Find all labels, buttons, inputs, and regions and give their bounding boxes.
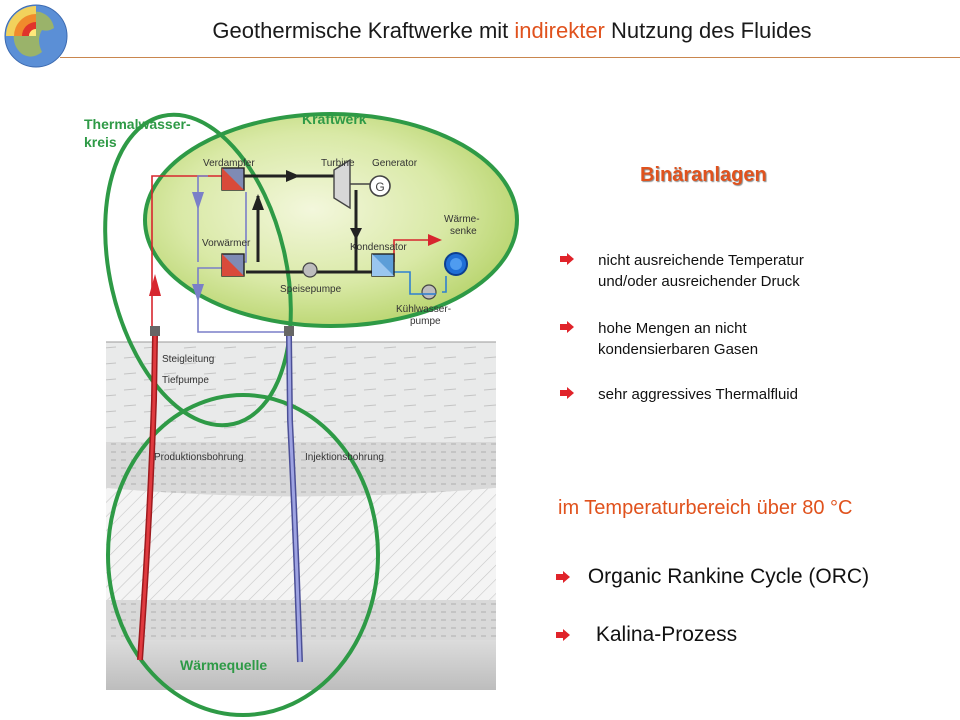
title-part-1: Geothermische Kraftwerke mit xyxy=(212,18,515,43)
red-arrow-bullet-icon xyxy=(560,321,574,333)
red-arrow-bullet-icon xyxy=(560,253,574,265)
cooling-pump-symbol xyxy=(421,284,437,300)
label-cooling-pump-2: pumpe xyxy=(410,316,441,327)
turbine-symbol xyxy=(333,158,351,210)
label-riser-pipe: Steigleitung xyxy=(162,354,214,365)
condenser-unit xyxy=(371,253,395,277)
label-heat-sink-1: Wärme- xyxy=(444,214,480,225)
temperature-range-note: im Temperaturbereich über 80 °C xyxy=(558,497,853,519)
reason-item: hohe Mengen an nicht kondensierbaren Gas… xyxy=(560,318,758,360)
title-divider xyxy=(60,57,960,58)
title-accent-word: indirekter xyxy=(514,18,605,43)
section-heading: Binäranlagen xyxy=(640,164,767,186)
heat-source-outline xyxy=(106,393,380,717)
ground-section xyxy=(106,341,496,690)
label-turbine: Turbine xyxy=(321,158,355,169)
label-heat-source: Wärmequelle xyxy=(180,657,267,673)
technology-label: Organic Rankine Cycle (ORC) xyxy=(587,565,870,588)
label-evaporator: Verdampfer xyxy=(203,158,255,169)
reason-line-1: nicht ausreichende Temperatur xyxy=(598,252,804,269)
title-part-2: Nutzung des Fluides xyxy=(604,18,812,43)
label-cooling-pump-1: Kühlwasser- xyxy=(396,304,451,315)
red-arrow-bullet-icon xyxy=(556,571,570,583)
reason-line-2: und/oder ausreichender Druck xyxy=(598,273,800,290)
red-arrow-bullet-icon xyxy=(560,387,574,399)
technology-item: Kalina-Prozess xyxy=(556,623,737,647)
feed-pump-symbol xyxy=(302,262,318,278)
technology-label: Kalina-Prozess xyxy=(595,623,738,646)
label-production-well: Produktionsbohrung xyxy=(154,452,244,463)
technology-item: Organic Rankine Cycle (ORC) xyxy=(556,565,869,589)
flow-down-arrow xyxy=(192,284,204,302)
label-condenser: Kondensator xyxy=(350,242,407,253)
label-injection-well: Injektionsbohrung xyxy=(305,452,384,463)
reason-line-1: hohe Mengen an nicht xyxy=(598,320,747,337)
label-deep-pump: Tiefpumpe xyxy=(162,375,209,386)
red-arrow-bullet-icon xyxy=(556,629,570,641)
generator-symbol xyxy=(369,175,391,197)
label-thermal-loop-2: kreis xyxy=(84,134,117,150)
label-generator: Generator xyxy=(372,158,418,169)
earth-cutaway-icon xyxy=(4,4,68,68)
page-title: Geothermische Kraftwerke mit indirekter … xyxy=(0,18,960,44)
flow-up-arrow xyxy=(149,274,161,296)
evaporator-unit xyxy=(221,167,245,191)
reason-line-2: kondensierbaren Gasen xyxy=(598,341,759,358)
label-thermal-loop-1: Thermalwasser- xyxy=(84,116,191,132)
label-heat-sink-2: senke xyxy=(450,226,477,237)
label-preheater: Vorwärmer xyxy=(202,238,251,249)
reason-item: nicht ausreichende Temperatur und/oder a… xyxy=(560,250,804,292)
thermal-water-loop-outline xyxy=(103,112,293,428)
reason-item: sehr aggressives Thermalfluid xyxy=(560,384,798,405)
label-feed-pump: Speisepumpe xyxy=(280,284,342,295)
generator-letter: G xyxy=(375,180,384,194)
label-power-plant: Kraftwerk xyxy=(302,111,367,127)
reason-line-1: sehr aggressives Thermalfluid xyxy=(598,386,798,403)
preheater-unit xyxy=(221,253,245,277)
